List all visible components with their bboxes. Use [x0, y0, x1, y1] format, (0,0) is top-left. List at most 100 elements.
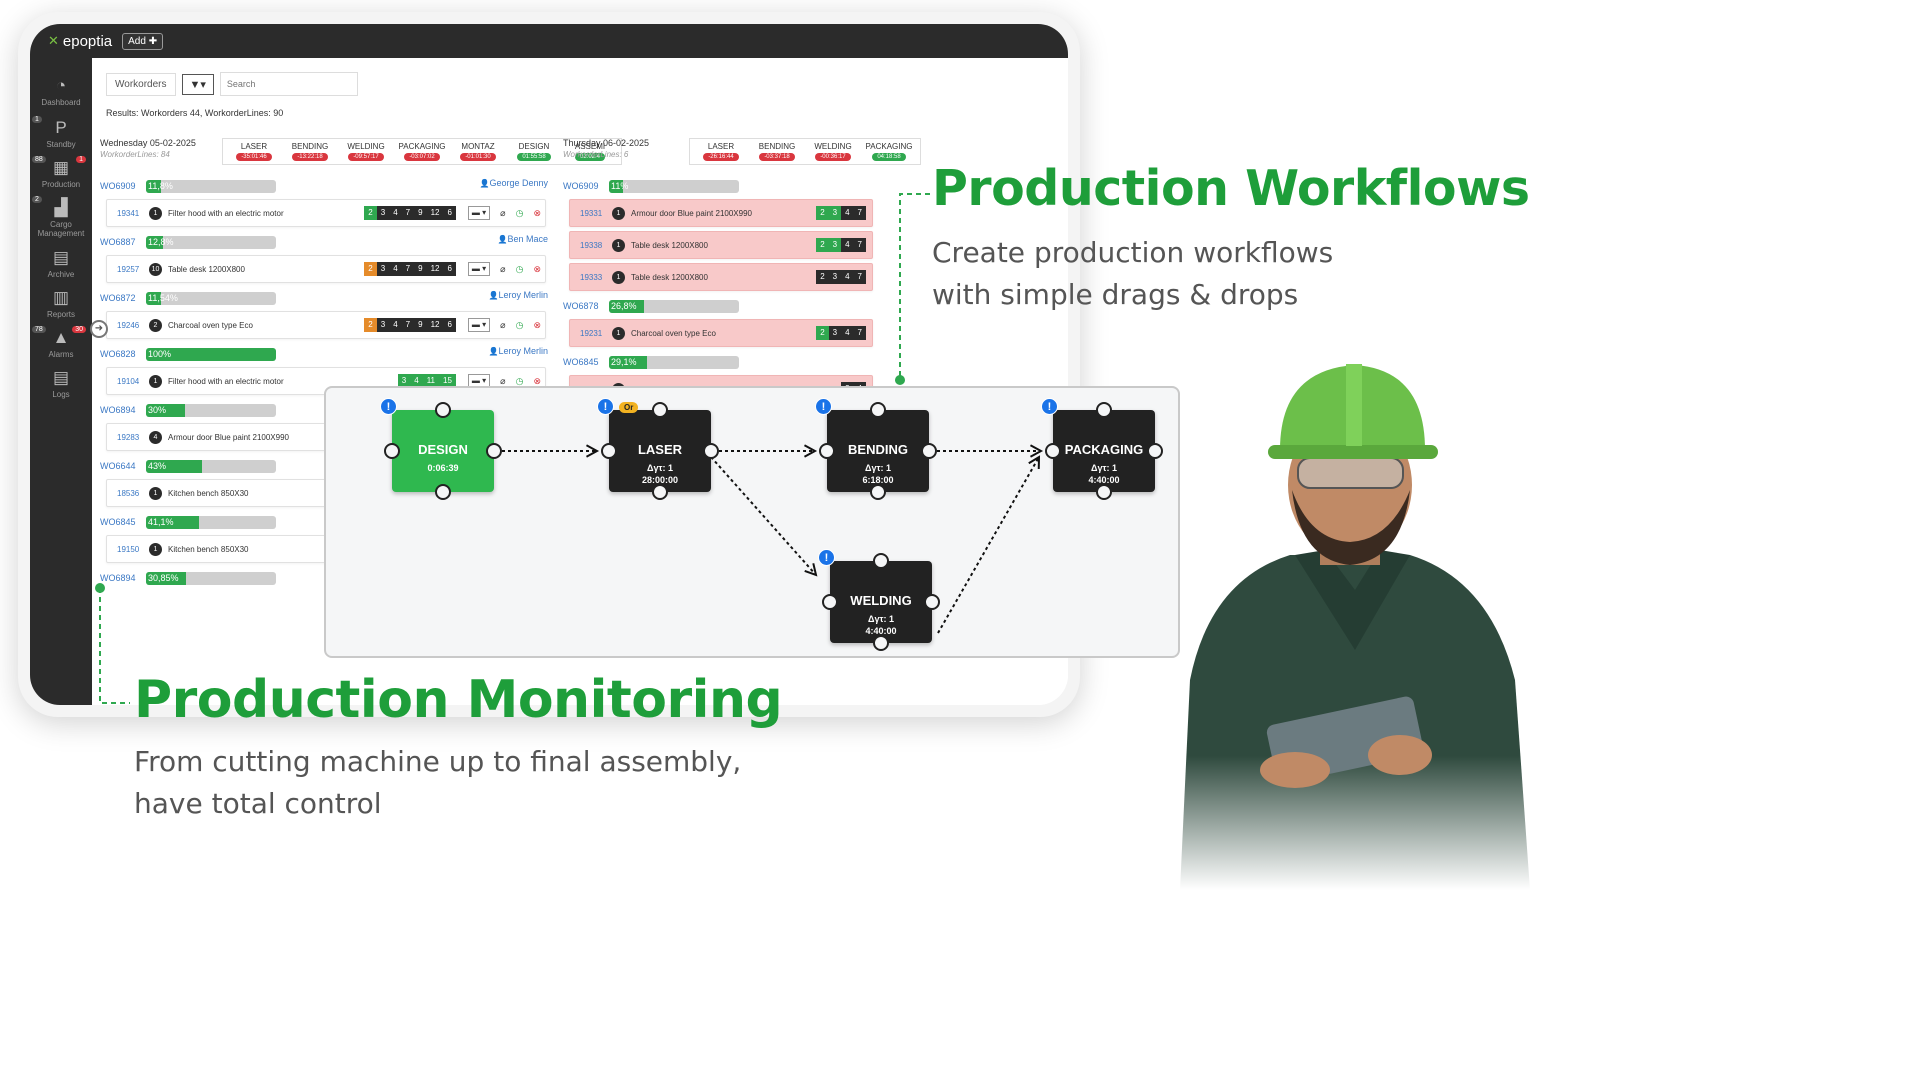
attachment-icon[interactable]: ⌀ — [500, 263, 506, 274]
input-port[interactable] — [822, 594, 838, 610]
output-port[interactable] — [921, 443, 937, 459]
line-number-link[interactable]: 19150 — [117, 544, 140, 554]
line-number-link[interactable]: 19333 — [580, 272, 603, 282]
line-number-link[interactable]: 18536 — [117, 488, 140, 498]
sidebar-item-logs[interactable]: ▤Logs — [30, 368, 92, 399]
add-button[interactable]: Add ✚ — [122, 32, 164, 50]
top-port[interactable] — [873, 553, 889, 569]
workorder-id-link[interactable]: WO6894 — [100, 573, 136, 583]
workorder-id-link[interactable]: WO6894 — [100, 405, 136, 415]
workorder-id-link[interactable]: WO6828 — [100, 349, 136, 359]
workorder-id-link[interactable]: WO6872 — [100, 293, 136, 303]
attachment-icon[interactable]: ⌀ — [500, 207, 506, 218]
line-number-link[interactable]: 19104 — [117, 376, 140, 386]
workorder-id-link[interactable]: WO6909 — [100, 181, 136, 191]
bottom-port[interactable] — [870, 484, 886, 500]
machine-select[interactable]: ▬ ▾ — [467, 262, 491, 276]
bottom-port[interactable] — [1096, 484, 1112, 500]
check-icon[interactable]: ◷ — [515, 263, 524, 274]
customer-name[interactable]: 👤Leroy Merlin — [489, 346, 549, 356]
customer-name[interactable]: 👤Ben Mace — [498, 234, 549, 244]
sidebar-item-archive[interactable]: ▤Archive — [30, 248, 92, 279]
station-bending[interactable]: BENDING-13:22:18 — [283, 142, 337, 161]
station-laser[interactable]: LASER-26:16:44 — [694, 142, 748, 161]
customer-name[interactable]: 👤Leroy Merlin — [489, 290, 549, 300]
info-icon[interactable]: ! — [1041, 398, 1058, 415]
bottom-port[interactable] — [435, 484, 451, 500]
cancel-icon[interactable]: ⊗ — [533, 207, 541, 218]
search-input[interactable] — [219, 72, 358, 96]
sidebar-item-reports[interactable]: ▥Reports — [30, 288, 92, 319]
input-port[interactable] — [601, 443, 617, 459]
check-icon[interactable]: ◷ — [515, 319, 524, 330]
station-laser[interactable]: LASER-35:01:46 — [227, 142, 281, 161]
cancel-icon[interactable]: ⊗ — [533, 319, 541, 330]
line-number-link[interactable]: 19246 — [117, 320, 140, 330]
line-number-link[interactable]: 19283 — [117, 432, 140, 442]
info-icon[interactable]: ! — [818, 549, 835, 566]
station-welding[interactable]: WELDING-09:57:17 — [339, 142, 393, 161]
check-icon[interactable]: ◷ — [515, 207, 524, 218]
workorder-id-link[interactable]: WO6845 — [563, 357, 599, 367]
sidebar-item-dashboard[interactable]: ◔Dashboard — [30, 76, 92, 107]
app-logo[interactable]: ✕ epoptia — [48, 32, 113, 50]
info-icon[interactable]: ! — [597, 398, 614, 415]
top-port[interactable] — [652, 402, 668, 418]
output-port[interactable] — [486, 443, 502, 459]
customer-name[interactable]: 👤George Denny — [479, 178, 548, 188]
check-icon[interactable]: ◷ — [515, 375, 524, 386]
workorder-id-link[interactable]: WO6644 — [100, 461, 136, 471]
cancel-icon[interactable]: ⊗ — [533, 263, 541, 274]
top-port[interactable] — [870, 402, 886, 418]
station-bending[interactable]: BENDING-03:37:18 — [750, 142, 804, 161]
edge-laser-welding[interactable] — [710, 456, 817, 576]
input-port[interactable] — [819, 443, 835, 459]
input-port[interactable] — [1045, 443, 1061, 459]
bottom-port[interactable] — [873, 635, 889, 651]
bottom-port[interactable] — [652, 484, 668, 500]
workorder-id-link[interactable]: WO6845 — [100, 517, 136, 527]
station-montaz[interactable]: MONTAZ-01:01:30 — [451, 142, 505, 161]
top-port[interactable] — [1096, 402, 1112, 418]
station-welding[interactable]: WELDING-00:36:17 — [806, 142, 860, 161]
station-packaging[interactable]: PACKAGING-03:07:02 — [395, 142, 449, 161]
top-port[interactable] — [435, 402, 451, 418]
workorder-id-link[interactable]: WO6878 — [563, 301, 599, 311]
line-number-link[interactable]: 19231 — [580, 328, 603, 338]
cancel-icon[interactable]: ⊗ — [533, 375, 541, 386]
info-icon[interactable]: ! — [380, 398, 397, 415]
info-icon[interactable]: ! — [815, 398, 832, 415]
collapse-toggle[interactable]: ➜ — [90, 320, 108, 338]
attachment-icon[interactable]: ⌀ — [500, 375, 506, 386]
machine-select[interactable]: ▬ ▾ — [467, 206, 491, 220]
output-port[interactable] — [924, 594, 940, 610]
output-port[interactable] — [1147, 443, 1163, 459]
output-port[interactable] — [703, 443, 719, 459]
line-number-link[interactable]: 19257 — [117, 264, 140, 274]
workorder-id-link[interactable]: WO6887 — [100, 237, 136, 247]
filter-button[interactable]: ▼▾ — [181, 73, 214, 95]
attachment-icon[interactable]: ⌀ — [500, 319, 506, 330]
line-number-link[interactable]: 19338 — [580, 240, 603, 250]
line-number-link[interactable]: 19341 — [117, 208, 140, 218]
line-number-link[interactable]: 19331 — [580, 208, 603, 218]
